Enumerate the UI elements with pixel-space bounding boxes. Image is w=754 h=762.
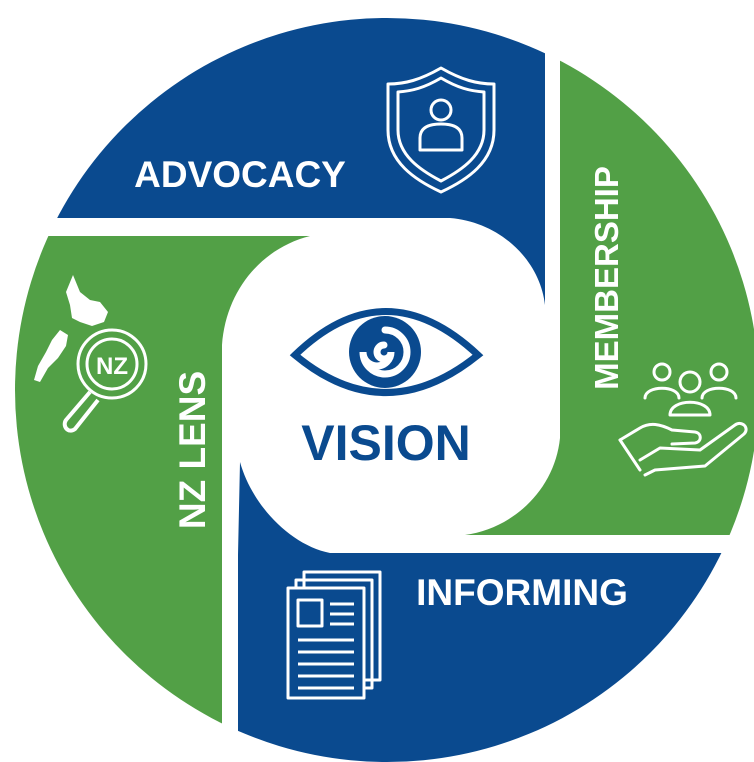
segment-membership xyxy=(465,48,754,535)
documents-icon xyxy=(286,570,382,700)
segment-label-advocacy: ADVOCACY xyxy=(134,154,346,195)
nz-map-magnifier-icon: NZ xyxy=(34,275,148,433)
people-in-hand-icon xyxy=(618,362,748,477)
eye-icon xyxy=(289,308,484,396)
segment-label-membership: MEMBERSHIP xyxy=(588,166,625,390)
center-label: VISION xyxy=(301,415,470,471)
segment-label-informing: INFORMING xyxy=(416,572,628,613)
segment-label-nz-lens: NZ LENS xyxy=(172,371,213,529)
shield-person-icon xyxy=(386,66,496,194)
nz-icon-text: NZ xyxy=(96,353,128,380)
